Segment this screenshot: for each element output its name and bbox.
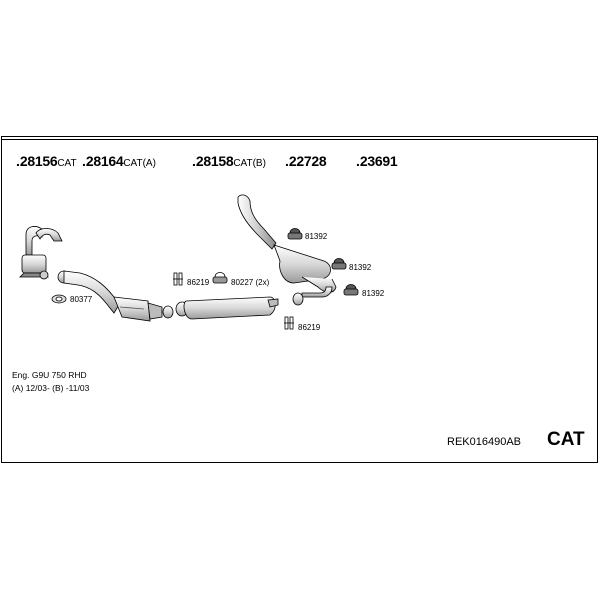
callout-81392-b: 81392 — [349, 263, 372, 272]
callout-81392-c: 81392 — [362, 289, 385, 298]
rear-silencer-icon — [237, 194, 337, 306]
engine-info: Eng. G9U 750 RHD — [12, 370, 87, 380]
date-range-info: (A) 12/03- (B) -11/03 — [12, 383, 90, 393]
front-pipe-catalyst-icon — [57, 270, 174, 322]
diagram-frame: .28156CAT .28164CAT(A) .28158CAT(B) .227… — [1, 136, 598, 463]
rubber-mount-icon — [331, 258, 347, 270]
part-number-23691: .23691 — [356, 153, 398, 169]
callout-81392: 81392 — [305, 232, 328, 241]
kit-reference: REK016490AB — [447, 436, 521, 448]
hanger-icon — [284, 316, 294, 330]
gasket-icon — [51, 294, 67, 304]
part-number-28164: .28164CAT(A) — [82, 153, 156, 169]
exhaust-system-drawing: 80377 86219 80227 (2x) — [19, 194, 385, 332]
part-number-28156: .28156CAT — [16, 153, 77, 169]
frame-top-rule — [2, 139, 597, 140]
center-muffler-icon — [175, 296, 279, 320]
callout-80227: 80227 (2x) — [231, 278, 270, 287]
hanger-icon — [173, 272, 183, 286]
exhaust-manifold-icon — [19, 226, 63, 280]
callout-86219-b: 86219 — [298, 323, 321, 332]
rubber-mount-icon — [287, 228, 303, 240]
callout-80377: 80377 — [70, 295, 93, 304]
part-number-22728: .22728 — [285, 153, 327, 169]
cat-badge: CAT — [547, 429, 585, 450]
clamp-icon — [212, 272, 228, 284]
rubber-mount-icon — [343, 284, 359, 296]
callout-86219: 86219 — [187, 278, 210, 287]
part-number-28158: .28158CAT(B) — [192, 153, 266, 169]
